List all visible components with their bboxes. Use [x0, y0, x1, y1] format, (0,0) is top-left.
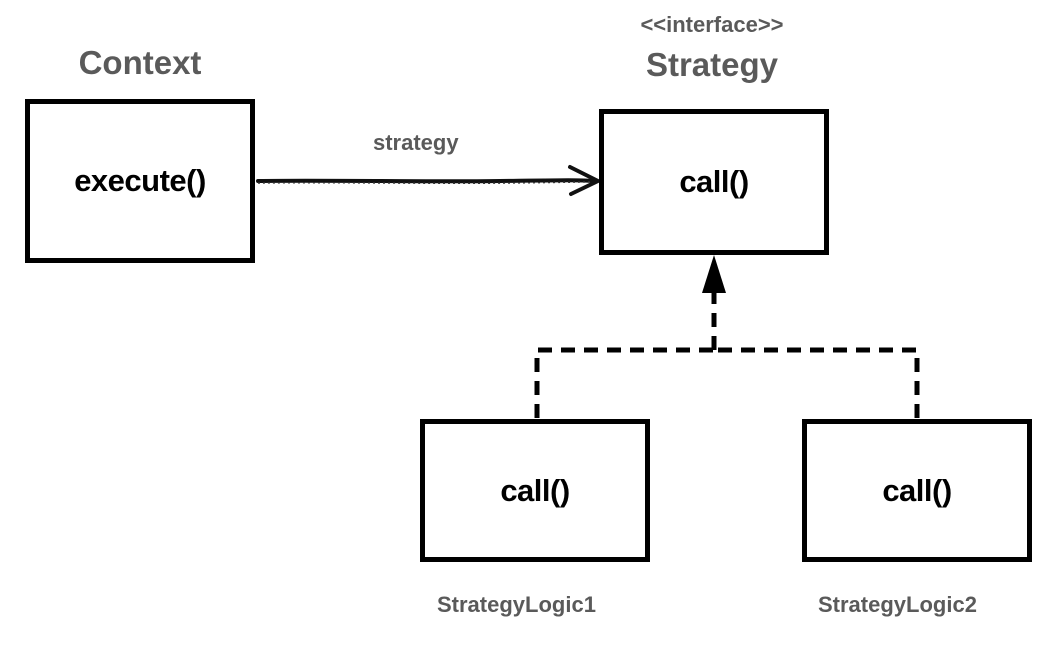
strategy-method: call() — [679, 164, 749, 199]
strategy-box: call() — [599, 109, 829, 255]
association-arrowhead — [568, 165, 600, 196]
context-box: execute() — [25, 99, 255, 263]
realization-line-logic2 — [714, 347, 920, 418]
strategy-logic1-method: call() — [500, 472, 570, 508]
realization-line-logic1 — [534, 347, 714, 418]
strategy-logic1-label: StrategyLogic1 — [437, 592, 596, 617]
context-method: execute() — [74, 163, 206, 198]
context-title: Context — [78, 44, 202, 81]
association-line — [256, 178, 598, 184]
strategy-title: Strategy — [645, 46, 779, 83]
strategy-logic2-box: call() — [802, 419, 1032, 562]
association-label: strategy — [373, 130, 459, 155]
realization-arrowhead — [702, 255, 726, 293]
strategy-logic1-box: call() — [420, 419, 650, 562]
strategy-logic2-method: call() — [882, 472, 952, 508]
strategy-logic2-label: StrategyLogic2 — [818, 592, 977, 617]
association-line-texture — [257, 181, 595, 185]
strategy-stereotype: <<interface>> — [640, 12, 784, 37]
